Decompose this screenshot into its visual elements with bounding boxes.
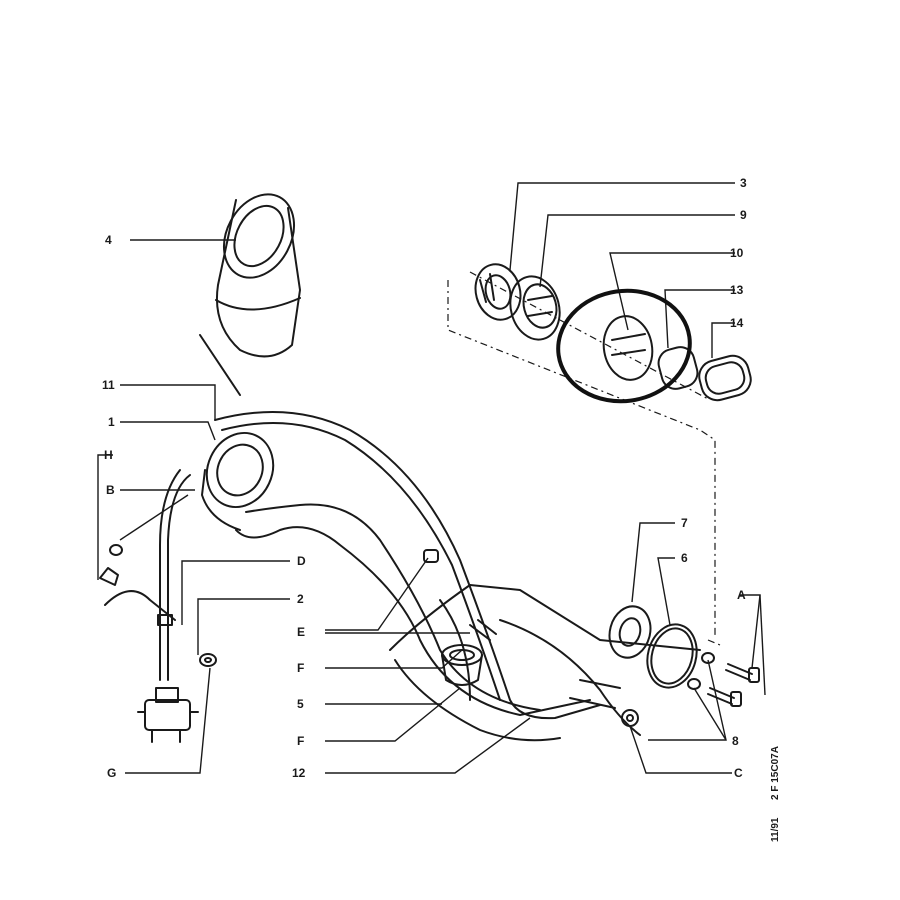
callout-12: 12: [292, 766, 306, 780]
callout-13: 13: [730, 283, 744, 297]
part-h-bracket: [99, 544, 123, 586]
callout-14: 14: [730, 316, 744, 330]
callout-10: 10: [730, 246, 744, 260]
callout-2: 2: [297, 592, 304, 606]
callout-9: 9: [740, 208, 747, 222]
assembly-guide-lines: [447, 271, 721, 646]
callout-1: 1: [108, 415, 115, 429]
part-e-clip: [423, 549, 497, 641]
part-a-bolts: [707, 663, 760, 707]
callout-5: 5: [297, 697, 304, 711]
part-13-seal: [657, 346, 699, 390]
vent-tube-left: [104, 469, 191, 681]
callout-4: 4: [105, 233, 112, 247]
callout-d: D: [297, 554, 306, 568]
stamp-date: 11/91: [770, 817, 781, 842]
stamp-ref: 2 F 15C07A: [770, 746, 781, 800]
callout-h: H: [104, 448, 113, 462]
reference-stamp: 11/91 2 F 15C07A: [770, 746, 781, 842]
part-11-breather-hose: [214, 411, 601, 720]
callout-a: A: [737, 588, 746, 602]
part-14-cover: [698, 354, 752, 402]
highlight-circle: [556, 288, 692, 404]
part-10-cap-plate: [602, 315, 654, 381]
callout-f-lower: F: [297, 734, 304, 748]
part-3-neck-ring: [474, 263, 522, 321]
part-g-fuel-pump: [137, 687, 199, 743]
callout-c: C: [734, 766, 743, 780]
callout-11: 11: [102, 378, 115, 392]
callout-7: 7: [681, 516, 688, 530]
callout-8: 8: [732, 734, 739, 748]
part-c-nut: [621, 709, 639, 727]
callout-e: E: [297, 625, 305, 639]
callout-labels: 3 9 10 13 14 4 11 1 H B D 2 E F 5 F 12 G…: [102, 176, 747, 780]
callout-b: B: [106, 483, 115, 497]
part-12-fuel-tank: [389, 584, 701, 742]
callout-g: G: [107, 766, 116, 780]
part-1-filler-pipe: [201, 432, 591, 716]
callout-3: 3: [740, 176, 747, 190]
part-4-filler-funnel: [199, 193, 301, 396]
part-9-cap-body: [509, 275, 561, 341]
callout-f-upper: F: [297, 661, 304, 675]
callout-6: 6: [681, 551, 688, 565]
part-2-clip: [199, 653, 217, 667]
part-6-o-ring: [646, 623, 698, 689]
leader-lines: [97, 182, 766, 774]
part-7-flange: [608, 605, 652, 659]
